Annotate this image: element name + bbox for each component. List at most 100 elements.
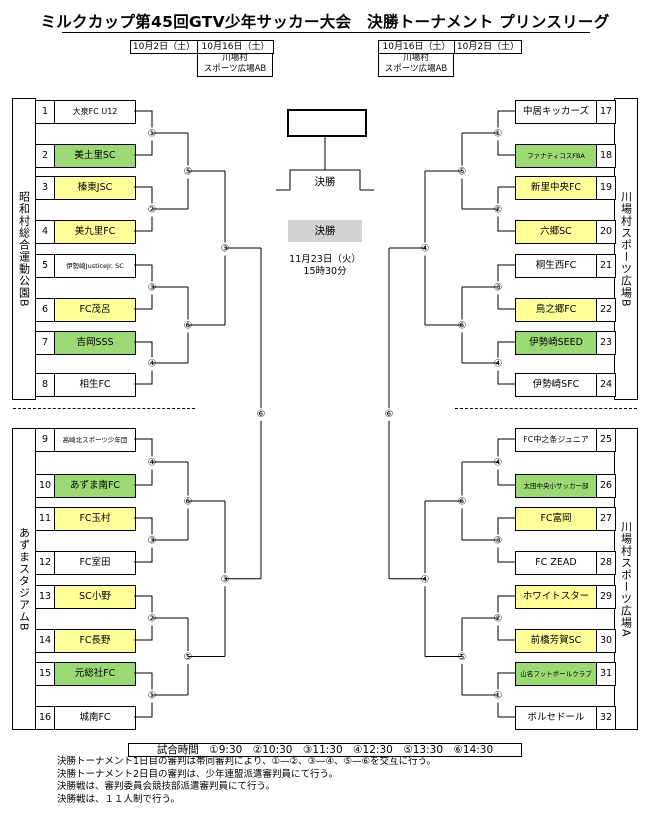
match-number: ③ [494,536,503,547]
team-name: FC茂呂 [54,298,136,322]
label-backdrop [492,203,504,217]
match-number: ① [494,691,503,702]
match-number: ① [148,691,157,702]
team-name: 鳥之郷FC [515,298,597,322]
venue-top-right: 川場村 スポーツ広場AB [378,53,454,77]
note-line: 決勝トーナメント2日目の審判は、少年連盟派遣審判員にて行う。 [57,768,338,780]
match-number: ⑥ [184,321,193,332]
team-seed: 9 [35,428,55,452]
team-name: 相生FC [54,373,136,397]
date-left-day2: 10月16日（土） [197,41,273,53]
label-backdrop [182,651,194,664]
venue-top-left: 川場村 スポーツ広場AB [197,53,273,77]
venue-top-right-line1: 川場村 [403,53,429,63]
match-number: ③ [221,244,230,255]
label-backdrop [146,357,158,371]
team-name: 前橋芳賀SC [515,629,597,653]
label-backdrop [182,165,194,179]
match-number: ④ [148,359,157,370]
label-backdrop [492,127,504,141]
label-backdrop [146,203,158,217]
team-name: FC中之条ジュニア [515,428,597,452]
label-backdrop [456,319,468,333]
match-number: ⑤ [184,652,193,663]
team-name: FC富岡 [515,507,597,531]
label-backdrop [146,534,158,548]
team-name: FC ZEAD [515,551,597,575]
match-number: ④ [494,359,503,370]
label-backdrop [146,127,158,141]
label-backdrop [456,651,468,664]
match-number: ⑥ [184,497,193,508]
label-backdrop [456,165,468,179]
date-header-left: 10月2日（土） 10月16日（土） [130,40,274,54]
team-name: 桐生西FC [515,254,597,278]
team-name: FC室田 [54,551,136,575]
team-name: 六郷SC [515,220,597,244]
divider-right [455,408,637,409]
match-number: ③ [148,283,157,294]
match-number: ③ [221,574,230,585]
team-name: 美土里SC [54,144,136,168]
label-backdrop [492,534,504,548]
match-number: ① [148,129,157,140]
match-number: ③ [148,536,157,547]
date-left-day1: 10月2日（土） [132,42,196,52]
team-name: ホワイトスター [515,585,597,609]
match-number: ⑥ [257,409,266,420]
title-underline [62,32,590,33]
label-backdrop [492,689,504,703]
venue-right-lower: 川場村スポーツ広場A [614,428,638,730]
team-name: 元総社FC [54,662,136,686]
match-number: ② [148,614,157,625]
team-name: 中居キッカーズ [515,100,597,124]
final-label: 決勝 [288,220,362,242]
label-backdrop [492,281,504,295]
label-backdrop [456,495,468,509]
label-backdrop [219,242,231,256]
referee-notes: 決勝トーナメント1日目の審判は帯同審判により、①—②、③—④、⑤—⑥を交互に行う… [57,756,436,806]
note-line: 決勝戦は、審判委員会競技部派遣審判員にて行う。 [57,781,275,792]
final-date-day: 11月23日（火） [289,254,361,265]
team-name: FC玉村 [54,507,136,531]
match-number: ④ [494,458,503,469]
label-backdrop [146,281,158,295]
match-number: ⑤ [458,652,467,663]
label-backdrop [182,319,194,333]
label-backdrop [146,612,158,626]
match-number: ⑤ [458,167,467,178]
team-name: ファナティコスFBA [515,144,597,168]
venue-left-upper: 昭和村総合運動公園B [12,98,36,400]
label-backdrop [492,357,504,371]
team-name: 大泉FC U12 [54,100,136,124]
label-backdrop [146,689,158,703]
team-seed: 29 [596,585,616,609]
match-number: ⑥ [385,409,394,420]
venue-left-lower: あずまスタジアムB [12,428,36,730]
date-header-right: 10月16日（土） 10月2日（土） [378,40,522,54]
label-backdrop [492,612,504,626]
label-backdrop [182,495,194,509]
label-backdrop [255,407,267,421]
page-title: ミルクカップ第45回GTV少年サッカー大会 決勝トーナメント プリンスリーグ [40,13,610,31]
team-name: 伊勢崎SEED [515,331,597,355]
date-right-day1: 10月2日（土） [454,41,521,53]
team-seed: 32 [596,706,616,730]
match-number: ② [494,614,503,625]
label-backdrop [219,573,231,587]
team-seed: 27 [596,507,616,531]
team-name: 山名フットボールクラブ [515,662,597,686]
team-name: 伊勢崎SFC [515,373,597,397]
match-number: ④ [148,458,157,469]
team-name: 美九里FC [54,220,136,244]
champion-box [287,109,367,137]
final-date-time: 15時30分 [303,266,347,277]
venue-top-right-line2: スポーツ広場AB [384,64,448,74]
label-backdrop [146,456,158,470]
match-number: ② [494,205,503,216]
team-name: 高崎北スポーツ少年団 [54,428,136,452]
match-number: ④ [421,244,430,255]
label-backdrop [383,407,395,421]
